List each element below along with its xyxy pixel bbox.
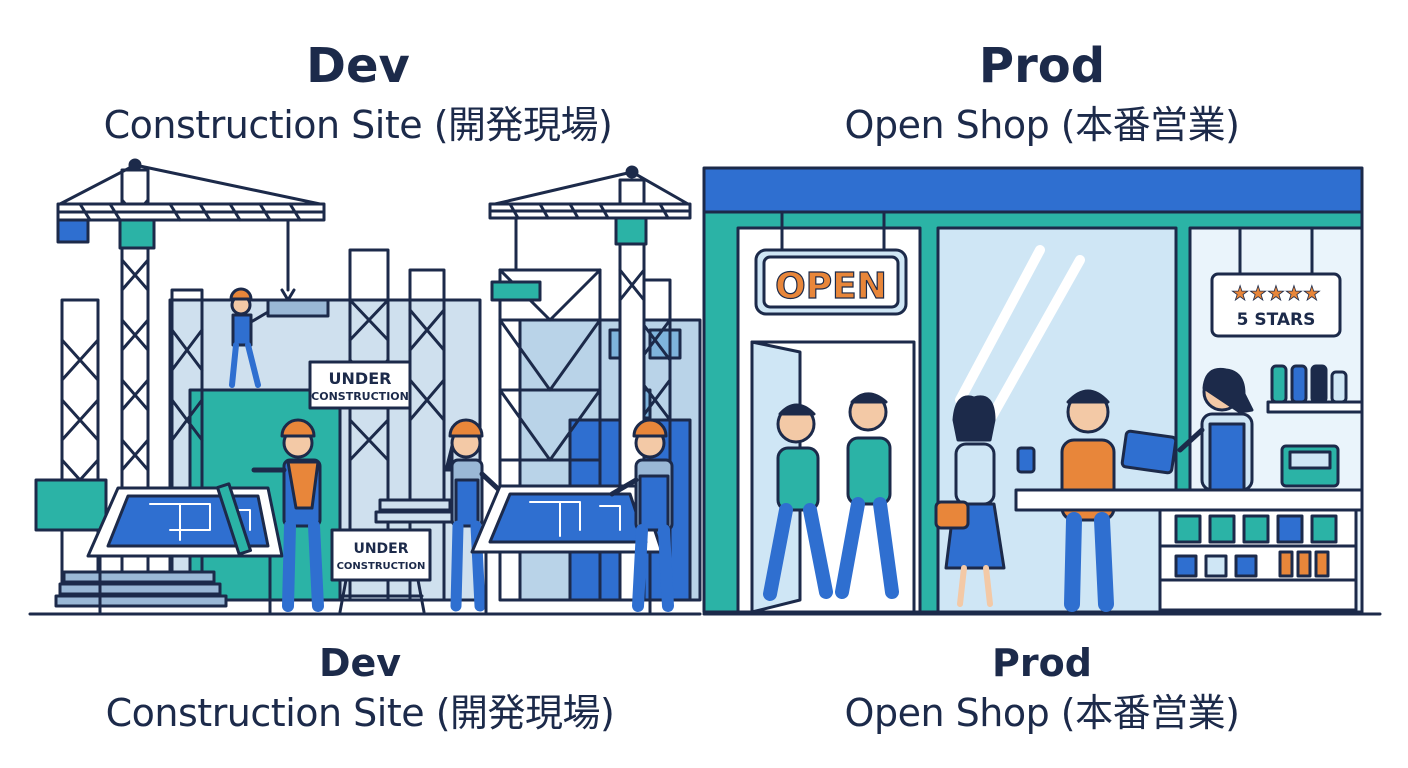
prod-title-top: Prod — [978, 38, 1106, 94]
prod-subtitle-top: Open Shop (本番営業) — [844, 103, 1240, 147]
rating-sign — [1210, 226, 1342, 338]
rating-text: 5 STARS — [1237, 310, 1316, 330]
open-sign — [754, 210, 908, 316]
under-construction-sign-bottom — [330, 528, 432, 614]
blueprint-table-left — [86, 482, 284, 614]
worker-right — [609, 418, 674, 612]
worker-female — [444, 418, 513, 612]
dev-subtitle-bottom: Construction Site (開発現場) — [105, 691, 615, 735]
sign-bottom-line1: UNDER — [353, 541, 408, 557]
open-sign-text: OPEN — [775, 266, 887, 307]
dev-title-bottom: Dev — [318, 641, 402, 685]
customer-2 — [835, 392, 899, 599]
shop-roof — [702, 166, 1364, 214]
dev-subtitle-top: Construction Site (開発現場) — [103, 103, 613, 147]
back-shelf — [1266, 364, 1364, 414]
material-stack — [34, 478, 456, 608]
worker-on-scaffold — [229, 287, 270, 388]
sign-top-line1: UNDER — [329, 369, 392, 388]
shop-counter — [1014, 429, 1364, 612]
dev-title-top: Dev — [306, 38, 410, 94]
stars-icon: ★★★★★ — [1231, 281, 1321, 305]
sign-bottom-line2: CONSTRUCTION — [337, 561, 426, 572]
prod-title-bottom: Prod — [992, 641, 1092, 685]
sign-top-line2: CONSTRUCTION — [311, 390, 409, 403]
blueprint-table-right — [470, 484, 664, 614]
worker-vest — [251, 418, 324, 612]
under-construction-sign-top — [308, 360, 412, 410]
customer-woman — [934, 395, 1036, 607]
customer-1 — [763, 403, 833, 601]
prod-subtitle-bottom: Open Shop (本番営業) — [844, 691, 1240, 735]
shop-clerk — [1177, 367, 1254, 492]
